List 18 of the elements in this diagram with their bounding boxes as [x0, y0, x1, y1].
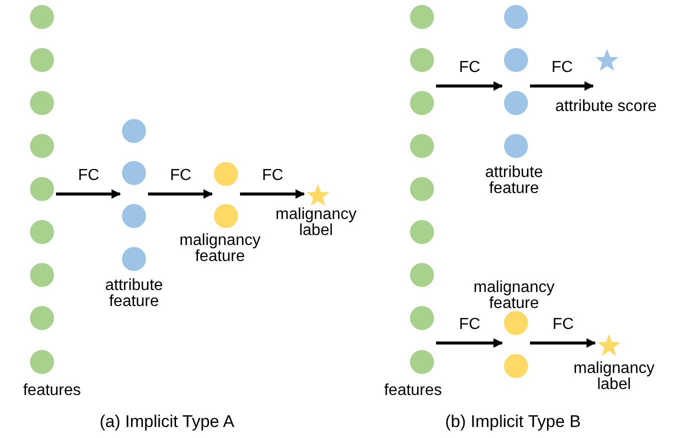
node-label: malignancy feature: [178, 233, 262, 265]
node-label: features: [383, 383, 443, 399]
node-label: attribute feature: [484, 165, 544, 197]
arrow: [56, 189, 121, 199]
node-label: features: [22, 383, 82, 399]
node-label: malignancy feature: [472, 280, 556, 312]
arrow: [240, 189, 305, 199]
node-label: attribute feature: [104, 278, 164, 310]
arrow: [436, 338, 503, 348]
arrow: [436, 81, 503, 91]
caption: (a) Implicit Type A: [100, 412, 234, 432]
arrow: [148, 189, 213, 199]
node-label: malignancy label: [572, 361, 656, 393]
node-label: attribute score: [554, 99, 658, 115]
node-label: malignancy label: [274, 207, 358, 239]
arrow: [530, 81, 594, 91]
arrow: [530, 338, 596, 348]
caption: (b) Implicit Type B: [445, 412, 581, 432]
